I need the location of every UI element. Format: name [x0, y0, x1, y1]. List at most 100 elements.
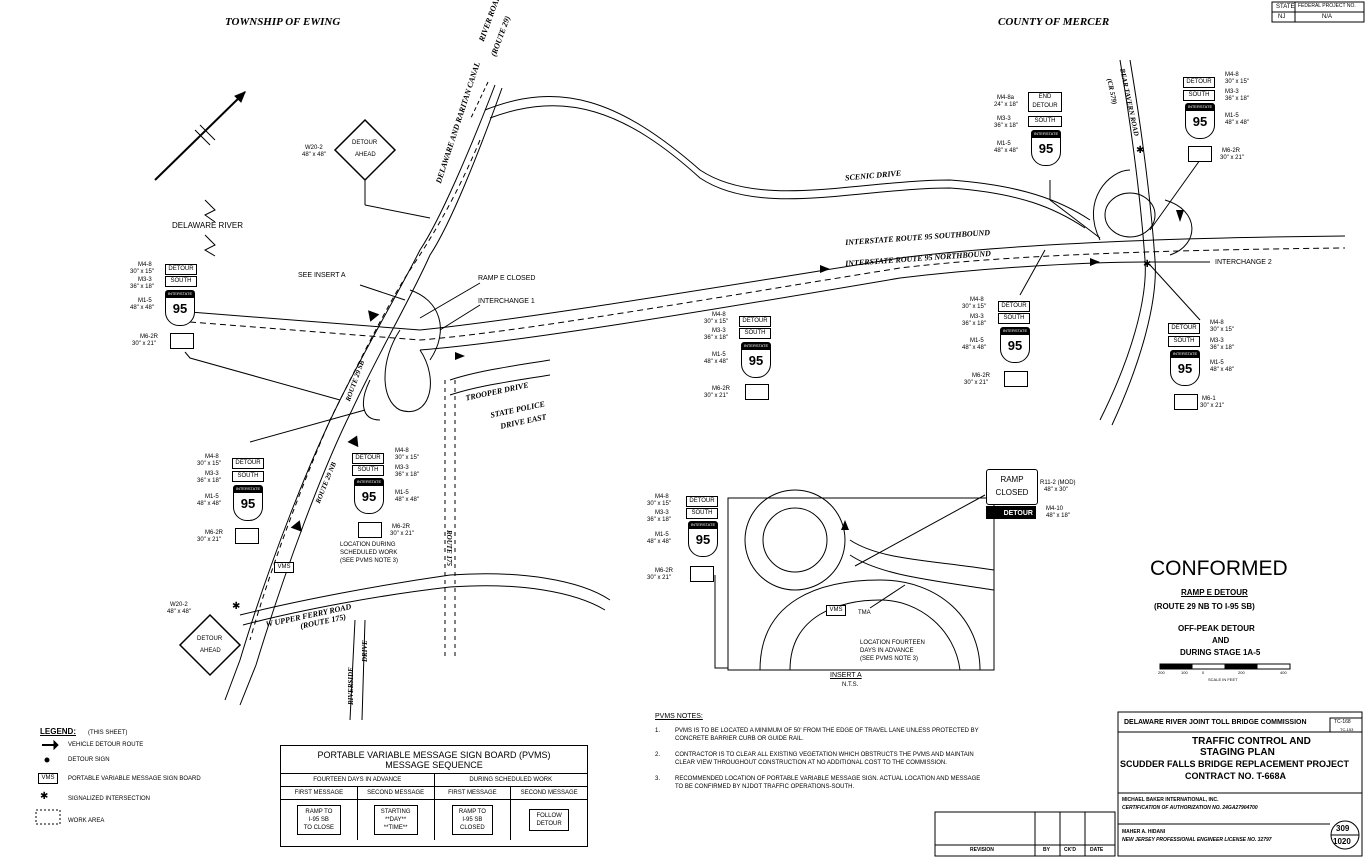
a9-south-plate: SOUTH: [686, 508, 718, 519]
a8-detour-plate: DETOUR: [1168, 323, 1200, 334]
a2-south-plate: SOUTH: [232, 471, 264, 482]
scale-tick-5: 400: [1280, 670, 1287, 675]
detour-arrow-8: [841, 520, 849, 530]
a3-m33-label: M3-3: [395, 465, 409, 471]
a6-m15-label: M1-5: [997, 141, 1011, 147]
detour-ahead-diamond-top: [333, 118, 397, 182]
route-29-line-a: [224, 84, 496, 701]
a9-m33-label: M3-3: [655, 510, 669, 516]
state-label: STATE: [1276, 4, 1295, 10]
legend-sub: (THIS SHEET): [88, 730, 128, 736]
insert-roundabout-inner: [762, 507, 828, 573]
pvms-col-4: SECOND MESSAGE: [520, 790, 578, 796]
a1-m62r-size: 30" x 21": [132, 341, 156, 347]
pvms-group-2: DURING SCHEDULED WORK: [469, 777, 553, 783]
a6-m15-size: 48" x 48": [994, 148, 1018, 154]
a6-end-text: END: [1038, 94, 1052, 100]
drive-label: DRIVE: [361, 640, 369, 662]
a8-shield-hd: INTERSTATE: [1171, 351, 1199, 358]
legend-vms-sign: VMS: [38, 773, 58, 784]
insert-tma-leader: [869, 584, 906, 609]
m1l2: I-95 SB: [308, 817, 329, 823]
pvms-title-2: MESSAGE SEQUENCE: [281, 760, 587, 774]
a4-shield-hd: INTERSTATE: [742, 343, 770, 350]
a2-detour-plate: DETOUR: [232, 458, 264, 469]
a2-shield-num: 95: [240, 496, 256, 511]
i95-sb-line: [189, 235, 1346, 331]
interchange-2-label: INTERCHANGE 2: [1215, 259, 1272, 266]
detour-arrow-1: [368, 310, 380, 322]
a2-m48-label: M4-8: [205, 454, 219, 460]
signal-marker-2: ✱: [1136, 145, 1145, 156]
a5-m62r-label: M6-2R: [972, 373, 991, 379]
insert-roundabout: [744, 489, 846, 591]
a2-m33-label: M3-3: [205, 471, 219, 477]
by-label: BY: [1043, 847, 1050, 853]
detour-arrow-5: [820, 265, 830, 273]
fed-value: N/A: [1322, 14, 1333, 20]
a2-m15-size: 48" x 48": [197, 501, 221, 507]
a5-arrow-sign: [1004, 371, 1028, 387]
loc-sched-2: SCHEDULED WORK: [340, 550, 398, 556]
a8-m48-label: M4-8: [1210, 320, 1224, 326]
a3-arrow-sign: [358, 522, 382, 538]
a3-m62r-size: 30" x 21": [390, 531, 414, 537]
a7-m62r-size: 30" x 21": [1220, 155, 1244, 161]
state-value: NJ: [1278, 14, 1286, 20]
a7-south-plate: SOUTH: [1183, 90, 1215, 101]
diamond-bottom-ahead: AHEAD: [200, 648, 221, 654]
a7-m15-label: M1-5: [1225, 113, 1239, 119]
a2-m62r-label: M6-2R: [205, 530, 224, 536]
loc-14-2: DAYS IN ADVANCE: [860, 648, 914, 654]
canal-line: [249, 139, 481, 641]
scale-tick-2: 100: [1181, 670, 1188, 675]
notes-title: PVMS NOTES:: [655, 713, 703, 720]
diamond-bottom-detour: DETOUR: [197, 636, 223, 642]
a4-detour-plate: DETOUR: [739, 316, 771, 327]
revision-frame: [934, 811, 1116, 857]
a4-m48-label: M4-8: [712, 312, 726, 318]
ic1-loop-b: [409, 289, 441, 361]
ramp-closed-sign: RAMP CLOSED: [986, 469, 1038, 505]
north-arrow-shaft: [154, 91, 246, 181]
a4-shield-num: 95: [748, 353, 764, 368]
a6-shield-hd: INTERSTATE: [1032, 131, 1060, 138]
a1-detour-plate: DETOUR: [165, 264, 197, 275]
a5-shield-hd: INTERSTATE: [1001, 328, 1029, 335]
a9-shield-num: 95: [695, 532, 711, 547]
riverside-line: [349, 619, 356, 721]
a9-m15-label: M1-5: [655, 532, 669, 538]
leader-insert: [359, 284, 406, 301]
a7-m33-label: M3-3: [1225, 89, 1239, 95]
signal-icon: ✱: [40, 791, 49, 802]
scale-label: SCALE IN FEET: [1208, 677, 1238, 682]
a3-south-plate: SOUTH: [352, 465, 384, 476]
trooper-drive-line-b: [449, 374, 551, 396]
pvms-col-1: FIRST MESSAGE: [281, 787, 358, 799]
note-1-line-1: PVMS IS TO BE LOCATED A MINIMUM OF 50' F…: [675, 728, 979, 734]
tc-tag: [1329, 717, 1363, 733]
chkd-label: CK'D: [1064, 847, 1077, 853]
a6-south-plate: SOUTH: [1028, 116, 1062, 127]
vms-sign-insert: VMS: [826, 605, 846, 616]
pvms-msg-cell-2: STARTING**DAY****TIME**: [358, 800, 435, 840]
ic1-loop-a: [384, 329, 431, 413]
tc-2: TC-153: [1340, 727, 1354, 732]
scale-tick-3: 0: [1202, 670, 1205, 675]
a3-m48-size: 30" x 15": [395, 455, 419, 461]
vms-sign-main: VMS: [274, 562, 294, 573]
a5-m33-size: 36" x 18": [962, 321, 986, 327]
m3l1: RAMP TO: [458, 809, 486, 815]
a3-m48-label: M4-8: [395, 448, 409, 454]
a9-detour-plate: DETOUR: [686, 496, 718, 507]
note-2-num: 2.: [655, 752, 661, 758]
north-arrow-head: [234, 91, 246, 103]
a4-m62r-label: M6-2R: [712, 386, 731, 392]
a1-shield-num: 95: [172, 301, 188, 316]
signal-marker-1: ✱: [232, 601, 241, 612]
river-squiggle-b: [203, 234, 216, 257]
m2l3: **TIME**: [383, 825, 408, 831]
title-block-frame: [1117, 711, 1363, 857]
